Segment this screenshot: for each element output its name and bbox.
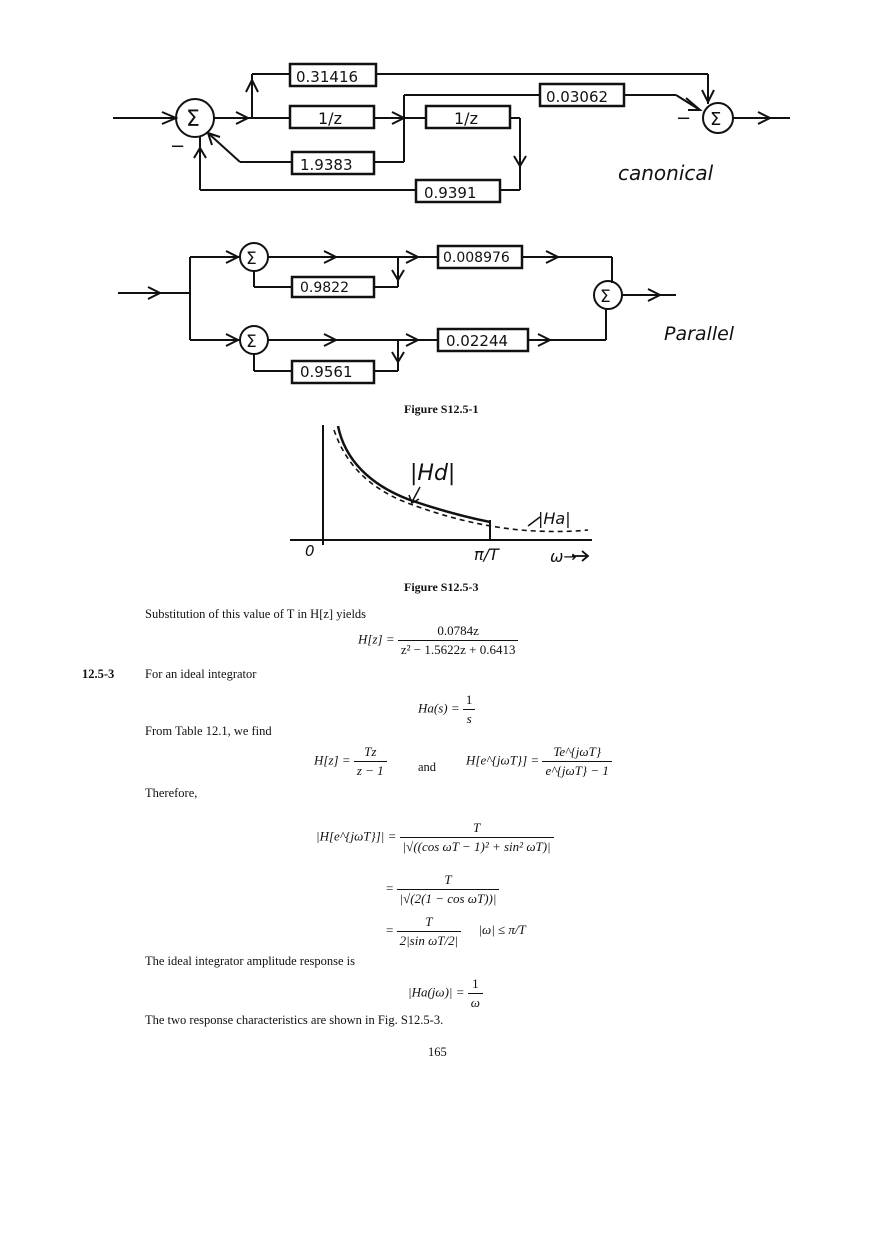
minus-sign-1: − [170,136,185,157]
parallel-summer-lower-symbol: Σ [246,332,257,352]
from-table-text: From Table 12.1, we find [145,724,272,738]
delay-2-label: 1/z [454,109,478,128]
equation-mag-3: = T 2|sin ωT/2| |ω| ≤ π/T [386,914,526,949]
equation-mag2-numerator: T [444,872,452,887]
pi-over-t-tick-label: π/T [474,545,500,564]
equation-hejw-numerator: Te^{jωT} [553,744,602,759]
equation-ha-lhs: Ha(s) = [418,700,460,716]
equation-tz-denominator: z − 1 [353,761,387,779]
equation-mag-lhs: |H[e^{jωT}]| = [316,828,397,844]
gain-0-31416: 0.31416 [296,68,358,86]
equation-hajw-numerator: 1 [472,976,479,991]
hd-label: |Hd| [410,461,455,486]
figure-s12-5-3-caption: Figure S12.5-3 [404,580,479,594]
equation-hajw-lhs: |Ha(jω)| = [408,984,465,1000]
omega-axis-label: ω→ [550,547,577,566]
equation-hejw: H[e^{jωT}] = Te^{jωT} e^{jωT} − 1 [466,744,612,779]
gain-0-02244: 0.02244 [446,332,508,350]
figure-s12-5-3-plot: |Hd| |Ha| 0 π/T ω→ [290,425,592,566]
section-title: For an ideal integrator [145,667,257,681]
equals-sign-2: = [386,880,394,896]
equation-hz-numerator: 0.0784z [437,623,479,638]
equation-tz-numerator: Tz [364,744,377,759]
equation-hz: H[z] = 0.0784z z² − 1.5622z + 0.6413 [358,623,519,658]
equation-mag2-denominator: |√(2(1 − cos ωT))| [396,889,500,907]
ideal-response-text: The ideal integrator amplitude response … [145,954,356,968]
equation-mag1-denominator: |√((cos ωT − 1)² + sin² ωT)| [399,837,554,855]
gain-0-9391: 0.9391 [424,184,477,202]
equation-hajw: |Ha(jω)| = 1 ω [408,976,483,1011]
equation-hajw-denominator: ω [467,993,483,1011]
equation-hejw-lhs: H[e^{jωT}] = [466,752,540,768]
equation-condition: |ω| ≤ π/T [478,922,526,938]
minus-sign-2: − [676,108,691,129]
equation-tz-lhs: H[z] = [314,752,351,768]
equation-mag-2: = T |√(2(1 − cos ωT))| [386,872,500,907]
equation-mag3-denominator: 2|sin ωT/2| [396,931,462,949]
equation-mag3-numerator: T [425,914,433,929]
equation-hz-lhs: H[z] = [358,631,395,647]
gain-0-008976: 0.008976 [443,250,510,266]
delay-1-label: 1/z [318,109,342,128]
equation-ha: Ha(s) = 1 s [418,692,476,727]
section-number: 12.5-3 [82,667,115,681]
equation-tz: H[z] = Tz z − 1 [314,744,387,779]
and-word: and [418,760,437,774]
gain-1-9383: 1.9383 [300,156,353,174]
equation-mag1-numerator: T [473,820,481,835]
therefore-text: Therefore, [145,786,198,800]
origin-label: 0 [305,542,315,560]
gain-0-03062: 0.03062 [546,88,608,106]
two-responses-text: The two response characteristics are sho… [145,1013,444,1027]
gain-0-9561: 0.9561 [300,363,353,381]
figure-s12-5-1-caption: Figure S12.5-1 [404,402,479,416]
page-number: 165 [428,1045,447,1059]
equation-hejw-denominator: e^{jωT} − 1 [542,761,612,779]
gain-0-9822: 0.9822 [300,280,349,296]
equation-hz-denominator: z² − 1.5622z + 0.6413 [397,640,519,658]
substitution-text: Substitution of this value of T in H[z] … [145,607,367,621]
equation-mag-1: |H[e^{jωT}]| = T |√((cos ωT − 1)² + sin² … [316,820,554,855]
parallel-block-diagram: Σ Σ Σ 0.9822 0.008976 0.9561 0.02244 Par… [118,242,735,385]
equation-ha-denominator: s [462,709,476,727]
equation-ha-numerator: 1 [465,692,473,707]
summer-1-symbol: Σ [186,107,200,132]
parallel-summer-out-symbol: Σ [600,287,611,307]
canonical-label: canonical [618,161,714,185]
parallel-summer-upper-symbol: Σ [246,249,257,269]
ha-label: |Ha| [538,509,571,528]
parallel-label: Parallel [664,323,735,345]
canonical-block-diagram: Σ Σ − − 0.31416 1/z 1/z 0.03062 1.9383 0… [113,62,790,204]
equals-sign-3: = [386,922,394,938]
summer-2-symbol: Σ [710,109,721,130]
